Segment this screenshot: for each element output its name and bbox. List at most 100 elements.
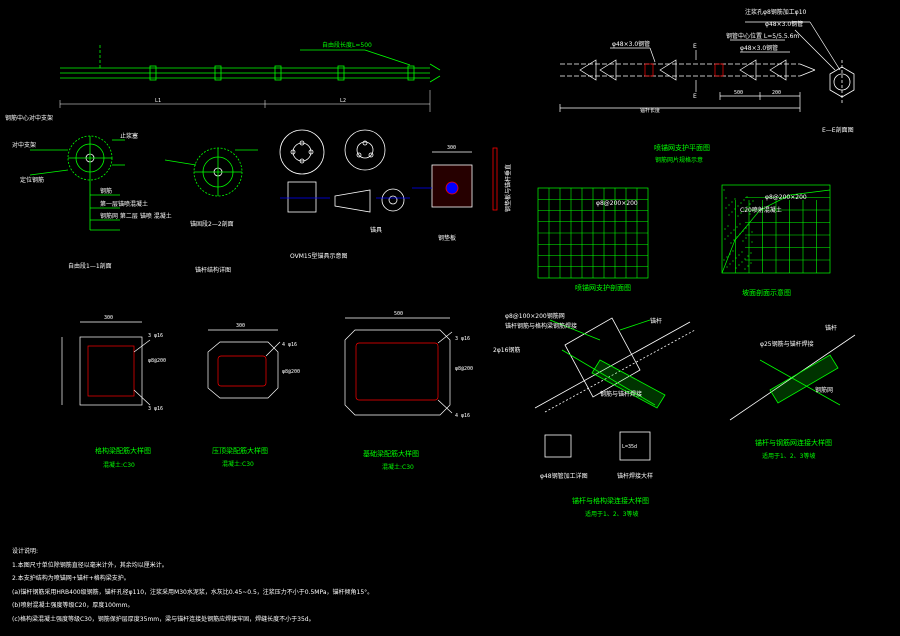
center-spacer-1: 钢筋中心对中支架: [5, 114, 53, 122]
hatch-dot: [745, 237, 747, 239]
slope-hatch: [723, 189, 754, 270]
legend-1: 钢筋: [100, 187, 112, 195]
beam-3-sub: 混凝土:C30: [382, 463, 414, 471]
hatch-dot: [728, 204, 730, 206]
hatch-dot: [752, 210, 754, 212]
ovm-anchor-parts: [279, 129, 410, 213]
dim-200: 200: [772, 90, 781, 96]
hatch-dot: [752, 200, 754, 202]
hatch-dot: [734, 198, 736, 200]
hatch-dot: [729, 253, 731, 255]
dim-total: 锚杆长度: [640, 107, 660, 114]
notes-line-5: (c)格构梁混凝土强度等级C30，钢筋保护层厚度35mm，梁与锚杆连接处钢筋应焊…: [12, 615, 315, 623]
hatch-dot: [749, 213, 751, 215]
section-mark-e-top: E: [693, 43, 697, 50]
beam-2-dim: 300: [236, 323, 245, 329]
node-callout-1: φ8@100×200钢筋网: [505, 312, 565, 320]
hatch-dot: [738, 264, 740, 266]
hatch-dot: [734, 208, 736, 210]
right-node-sub: 适用于1、2、3等坡: [762, 452, 815, 460]
stirrup-1: φ8@200: [148, 358, 166, 364]
hatch-dot: [741, 261, 743, 263]
hatch-dot: [739, 223, 741, 225]
center-spacer-2: 止浆塞: [120, 132, 138, 140]
spacer-note-b: 定位钢筋: [20, 176, 44, 184]
hatch-dot: [735, 257, 737, 259]
hatch-dot: [750, 262, 752, 264]
hollow-anchor: [559, 21, 841, 112]
hatch-dot: [732, 250, 734, 252]
notes-line-1: 1.本图尺寸单位除钢筋直径以毫米计外，其余均以厘米计。: [12, 561, 168, 569]
side-note: 钢垫板与锚杆垂直: [504, 164, 512, 212]
hatch-dot: [730, 232, 732, 234]
anchor-callout-3: 钢管中心位置 L=5/5.5.6m: [726, 32, 799, 40]
detail-b-title: 锚固段2—2剖面: [190, 220, 234, 228]
anchor-callout-1: 注浆孔φ8钢筋加工φ10: [745, 8, 807, 16]
mesh-title: 喷锚网支护平面图: [654, 143, 710, 152]
small-box-1: φ48钢管加工详图: [540, 472, 588, 480]
notes-line-3: (a)锚杆钢筋采用HRB400级钢筋，锚杆孔径φ110，注浆采用M30水泥浆，水…: [12, 588, 373, 596]
node-dim: L=35d: [622, 444, 637, 450]
bar-1: 3 φ16: [148, 333, 163, 339]
hatch-dot: [730, 242, 732, 244]
hatch-dot: [725, 197, 727, 199]
node-callout-5: 钢筋与锚杆焊接: [600, 390, 642, 398]
hatch-dot: [724, 228, 726, 230]
beam-2-sub: 混凝土:C30: [222, 460, 254, 468]
hatch-dot: [748, 224, 750, 226]
steel-plate: [412, 147, 498, 211]
hatch-dot: [723, 259, 725, 261]
hatch-dot: [751, 241, 753, 243]
hatch-dot: [728, 214, 730, 216]
hatch-dot: [737, 215, 739, 217]
hatch-dot: [746, 206, 748, 208]
mesh-grid-lines: [538, 188, 648, 278]
right-node-title: 锚杆与钢筋网连接大样图: [755, 438, 832, 447]
beam-1-title: 格构梁配筋大样图: [95, 446, 151, 455]
bar-2: 3 φ16: [148, 406, 163, 412]
top-anchor-note: 自由段长度L=500: [322, 41, 372, 49]
hatch-dot: [743, 209, 745, 211]
bar-5: 4 φ16: [455, 413, 470, 419]
dim-500: 500: [734, 90, 743, 96]
hatch-dot: [739, 233, 741, 235]
hatch-dot: [731, 201, 733, 203]
section-2-2: [164, 147, 258, 197]
node-detail: [534, 317, 696, 461]
hatch-dot: [736, 236, 738, 238]
hatch-dot: [738, 254, 740, 256]
node-callout-4: 2φ16钢筋: [493, 346, 520, 354]
hatch-dot: [726, 266, 728, 268]
slope-grid-lines: [735, 197, 830, 273]
small-box-3: 锚杆焊接大样: [617, 472, 653, 480]
hatch-dot: [731, 211, 733, 213]
notes-line-2: 2.本支护结构为喷锚网+锚杆+格构梁支护。: [12, 574, 130, 582]
hatch-dot: [749, 203, 751, 205]
hatch-dot: [744, 258, 746, 260]
beam-1-dim: 300: [104, 315, 113, 321]
node-title: 锚杆与格构梁连接大样图: [572, 496, 649, 505]
detail-a-title: 自由段1—1剖面: [68, 262, 112, 270]
hatch-dot: [737, 205, 739, 207]
hatch-dot: [745, 227, 747, 229]
hatch-dot: [733, 229, 735, 231]
section-view-label2: C20喷射混凝土: [740, 206, 782, 214]
hatch-dot: [744, 268, 746, 270]
hatch-dot: [725, 207, 727, 209]
steel-plate-title: 钢垫板: [438, 234, 456, 242]
beam-3-dim: 500: [394, 311, 403, 317]
hatch-dot: [736, 226, 738, 228]
hatch-dot: [735, 267, 737, 269]
hollow-anchor-section: [829, 60, 855, 104]
hatch-dot: [743, 199, 745, 201]
hatch-dot: [747, 255, 749, 257]
legend-2: 第一层锚喷混凝土: [100, 200, 148, 208]
hatch-dot: [742, 230, 744, 232]
anchor-structure-title: 锚杆结构详图: [195, 266, 231, 274]
beam-3: [344, 317, 453, 416]
right-node-detail: [729, 334, 856, 421]
hatch-dot: [742, 240, 744, 242]
anchor-callout-2: φ48×3.0钢管: [765, 20, 803, 28]
notes-line-4: (b)喷射混凝土强度等级C20，厚度100mm。: [12, 601, 133, 609]
